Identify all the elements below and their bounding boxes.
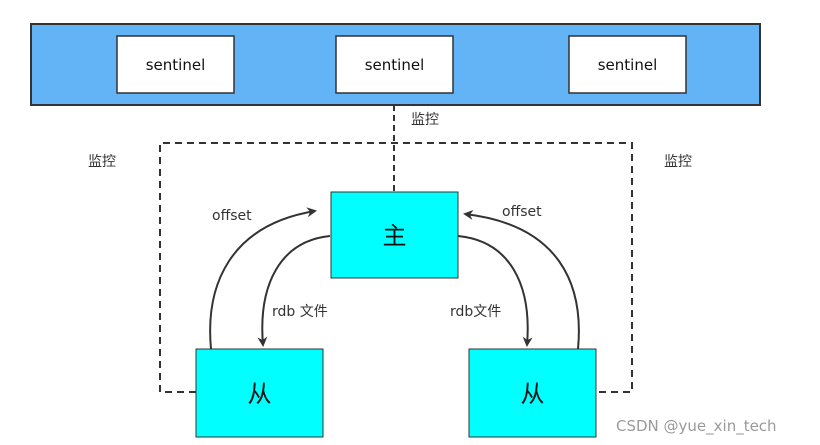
sentinel-node-3 <box>568 35 687 94</box>
slave-node-left <box>195 348 324 438</box>
arrow-rdb-right <box>457 235 533 347</box>
monitor-boundary <box>159 142 633 393</box>
master-node-label: 主 <box>383 222 407 250</box>
sentinel-node-3-label: sentinel <box>598 56 658 74</box>
sentinel-node-1 <box>116 35 235 94</box>
sentinel-node-2 <box>335 35 454 94</box>
sentinel-node-1-label: sentinel <box>146 56 206 74</box>
label-offset-left: offset <box>212 208 252 224</box>
label-monitor-top: 监控 <box>411 112 439 128</box>
label-monitor-left: 监控 <box>88 154 116 170</box>
slave-node-right-label: 从 <box>521 380 545 408</box>
label-monitor-right: 监控 <box>664 154 692 170</box>
arrow-offset-right <box>463 209 580 350</box>
slave-node-left-label: 从 <box>248 380 272 408</box>
master-node <box>330 191 459 279</box>
arrow-offset-left <box>209 207 317 350</box>
arrow-rdb-left <box>257 235 331 347</box>
slave-node-right <box>468 348 597 438</box>
label-rdb-left: rdb 文件 <box>272 304 328 320</box>
label-offset-right: offset <box>502 204 542 220</box>
label-rdb-right: rdb文件 <box>450 304 501 320</box>
sentinel-node-2-label: sentinel <box>365 56 425 74</box>
watermark-text: CSDN @yue_xin_tech <box>616 417 777 436</box>
